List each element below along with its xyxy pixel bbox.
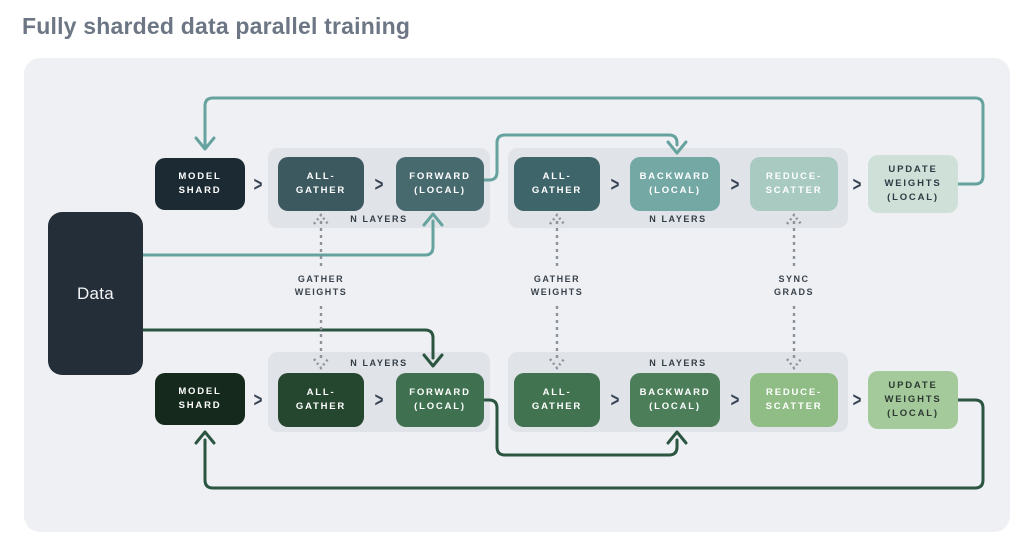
reduce-scatter-box-top: REDUCE- SCATTER [750, 157, 838, 211]
backward-local-box-bottom: BACKWARD (LOCAL) [630, 373, 720, 427]
update-weights-box-top: UPDATE WEIGHTS (LOCAL) [868, 155, 958, 213]
n-layers-label-bottom-2: N LAYERS [649, 358, 707, 368]
data-box-label: Data [76, 283, 115, 303]
chevron-icon: > [374, 388, 384, 412]
chevron-icon: > [730, 172, 740, 196]
reduce-scatter-box-bottom: REDUCE- SCATTER [750, 373, 838, 427]
sync-grads-label: SYNC GRADS [773, 274, 814, 298]
all-gather-box-bottom-1: ALL- GATHER [278, 373, 364, 427]
update-weights-box-bottom: UPDATE WEIGHTS (LOCAL) [868, 371, 958, 429]
chevron-icon: > [852, 172, 862, 196]
gather-weights-label-2: GATHER WEIGHTS [530, 274, 584, 298]
n-layers-label-top-2: N LAYERS [649, 214, 707, 224]
all-gather-box-top-1: ALL- GATHER [278, 157, 364, 211]
all-gather-box-top-2: ALL- GATHER [514, 157, 600, 211]
chevron-icon: > [374, 172, 384, 196]
gather-weights-label-1: GATHER WEIGHTS [294, 274, 348, 298]
chevron-icon: > [610, 172, 620, 196]
n-layers-label-bottom-1: N LAYERS [350, 358, 408, 368]
chevron-icon: > [610, 388, 620, 412]
diagram-title: Fully sharded data parallel training [22, 13, 411, 39]
model-shard-box-top: MODEL SHARD [155, 158, 245, 210]
forward-local-box-top: FORWARD (LOCAL) [396, 157, 484, 211]
model-shard-box-bottom: MODEL SHARD [155, 373, 245, 425]
chevron-icon: > [730, 388, 740, 412]
chevron-icon: > [253, 172, 263, 196]
all-gather-box-bottom-2: ALL- GATHER [514, 373, 600, 427]
backward-local-box-top: BACKWARD (LOCAL) [630, 157, 720, 211]
n-layers-label-top-1: N LAYERS [350, 214, 408, 224]
chevron-icon: > [852, 388, 862, 412]
chevron-icon: > [253, 388, 263, 412]
data-box: Data [48, 212, 143, 375]
forward-local-box-bottom: FORWARD (LOCAL) [396, 373, 484, 427]
